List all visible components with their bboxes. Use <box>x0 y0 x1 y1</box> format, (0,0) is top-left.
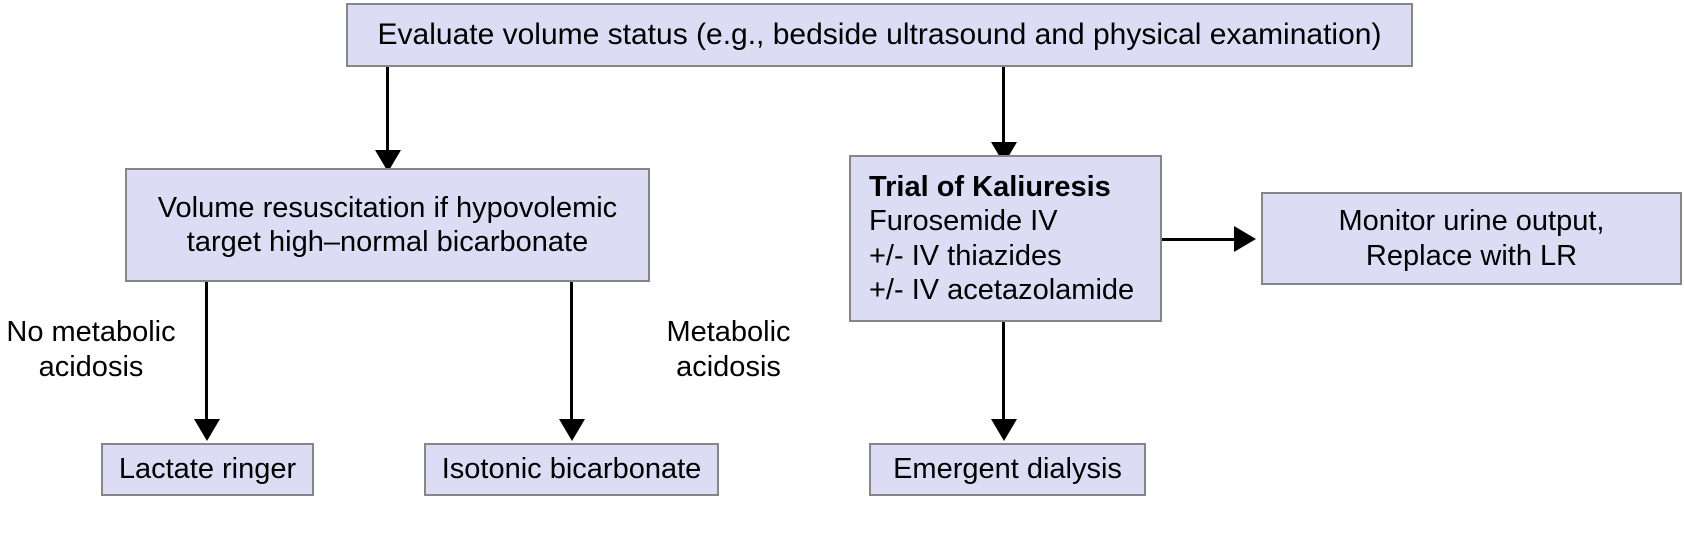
node-trial-of-kaliuresis-line3: +/- IV thiazides <box>869 239 1062 272</box>
node-volume-resuscitation-line2: target high–normal bicarbonate <box>186 226 589 258</box>
node-trial-of-kaliuresis-heading: Trial of Kaliuresis <box>869 171 1111 204</box>
node-evaluate-volume-status-text: Evaluate volume status (e.g., bedside ul… <box>377 18 1382 52</box>
arrowhead-volume-to-isotonic-bicarbonate <box>559 419 585 441</box>
arrowhead-kaliuresis-to-emergent-dialysis <box>991 419 1017 441</box>
node-isotonic-bicarbonate: Isotonic bicarbonate <box>424 443 719 496</box>
connector-volume-to-isotonic-bicarbonate <box>570 282 573 422</box>
node-emergent-dialysis-text: Emergent dialysis <box>893 453 1122 486</box>
node-trial-of-kaliuresis: Trial of Kaliuresis Furosemide IV +/- IV… <box>849 155 1162 322</box>
node-trial-of-kaliuresis-line2: Furosemide IV <box>869 205 1058 238</box>
node-lactate-ringer-text: Lactate ringer <box>118 453 297 486</box>
arrowhead-volume-to-lactate-ringer <box>194 419 220 441</box>
connector-volume-to-lactate-ringer <box>205 282 208 422</box>
node-trial-of-kaliuresis-line4: +/- IV acetazolamide <box>869 273 1135 306</box>
arrowhead-top-to-volume-resuscitation <box>375 150 401 172</box>
connector-kaliuresis-to-emergent-dialysis <box>1002 322 1005 422</box>
edge-label-metabolic-acidosis: Metabolic acidosis <box>616 315 841 385</box>
node-lactate-ringer: Lactate ringer <box>101 443 314 496</box>
node-monitor-urine-output-line2: Replace with LR <box>1365 239 1578 272</box>
node-volume-resuscitation: Volume resuscitation if hypovolemic targ… <box>125 168 650 282</box>
node-volume-resuscitation-line1: Volume resuscitation if hypovolemic <box>157 191 618 224</box>
edge-label-no-metabolic-acidosis-line1: No metabolic <box>6 316 176 348</box>
edge-label-metabolic-acidosis-line1: Metabolic <box>666 316 791 348</box>
node-isotonic-bicarbonate-text: Isotonic bicarbonate <box>441 453 702 486</box>
node-emergent-dialysis: Emergent dialysis <box>869 443 1146 496</box>
connector-kaliuresis-to-monitor <box>1162 238 1237 241</box>
edge-label-no-metabolic-acidosis-line2: acidosis <box>38 350 144 383</box>
node-evaluate-volume-status: Evaluate volume status (e.g., bedside ul… <box>346 3 1413 67</box>
node-monitor-urine-output-line1: Monitor urine output, <box>1338 205 1605 238</box>
edge-label-metabolic-acidosis-line2: acidosis <box>676 350 781 383</box>
connector-top-to-trial-kaliuresis <box>1002 67 1005 145</box>
arrowhead-kaliuresis-to-monitor <box>1234 226 1256 252</box>
connector-top-to-volume-resuscitation <box>386 67 389 153</box>
node-monitor-urine-output: Monitor urine output, Replace with LR <box>1261 192 1682 285</box>
edge-label-no-metabolic-acidosis: No metabolic acidosis <box>0 315 182 385</box>
